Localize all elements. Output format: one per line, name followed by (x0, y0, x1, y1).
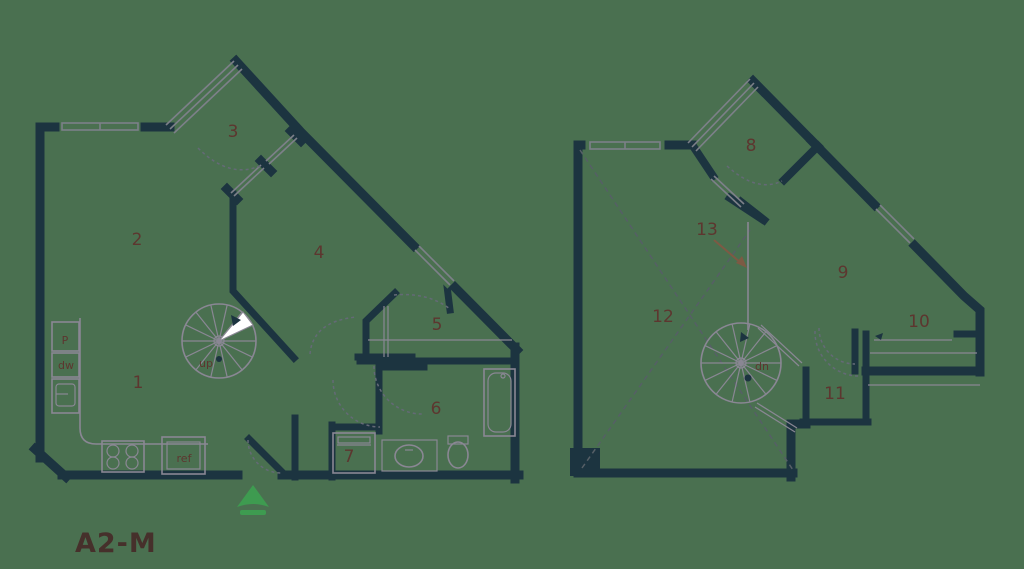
refrigerator-icon (161, 436, 206, 475)
stair-direction-marker (740, 332, 749, 342)
unit-title: A2-M (75, 528, 157, 559)
room-label-5: 5 (432, 315, 443, 335)
upper-floor-room-labels: 8 9 10 11 12 13 (652, 136, 930, 404)
room-label-9: 9 (838, 263, 849, 283)
room-label-11: 11 (824, 384, 846, 404)
corner-pier (570, 448, 600, 476)
room-label-1: 1 (133, 373, 144, 393)
bathtub-icon (483, 368, 516, 437)
room-label-12: 12 (652, 307, 674, 327)
stair-direction-marker (231, 315, 241, 326)
bathroom-fixtures (332, 368, 516, 474)
entrance-marker-icon (237, 485, 269, 515)
room-label-13: 13 (696, 220, 718, 240)
shelf-arrow-mark (875, 333, 883, 340)
washer-icon (332, 432, 376, 474)
callout-arrowhead (736, 256, 747, 268)
spiral-stair-up: up (181, 303, 257, 379)
sink-icon (55, 383, 76, 407)
room-label-3: 3 (228, 122, 239, 142)
upper-floor-doors (726, 165, 859, 377)
railing-callout (713, 239, 747, 268)
bath-sink-icon (381, 439, 438, 472)
room-label-6: 6 (431, 399, 442, 419)
toilet-icon (447, 435, 469, 469)
upper-floor-windows (585, 78, 917, 247)
first-floor-interior-walls (220, 124, 519, 481)
stair-up-label: up (199, 357, 213, 370)
first-floor-room-labels: 1 2 3 4 5 6 7 (132, 122, 443, 467)
dishwasher-label: dw (58, 359, 74, 372)
refrigerator-label: ref (177, 452, 193, 465)
spiral-stair-dn: dn (700, 322, 782, 404)
first-floor-doors (197, 147, 451, 484)
pantry-label: P (62, 334, 69, 347)
stair-dn-label: dn (755, 360, 769, 373)
open-to-below-marks (579, 149, 794, 471)
closet-10-shelves (868, 333, 980, 386)
first-floor-plan: up P dw ref (28, 54, 524, 515)
room-label-2: 2 (132, 230, 143, 250)
room-label-10: 10 (908, 312, 930, 332)
stove-icon (101, 440, 145, 473)
stair-tread-highlight (218, 311, 254, 342)
room-label-7: 7 (344, 447, 355, 467)
first-floor-windows (59, 60, 457, 289)
room-label-8: 8 (746, 136, 757, 156)
stair-treads (701, 323, 781, 403)
stair-void-railing (747, 222, 803, 433)
upper-floor-plan: dn 8 9 10 11 12 13 (570, 74, 985, 482)
room-label-4: 4 (314, 243, 325, 263)
closet-5-shelves (368, 306, 512, 357)
kitchen-fixtures: P dw ref (51, 318, 208, 475)
